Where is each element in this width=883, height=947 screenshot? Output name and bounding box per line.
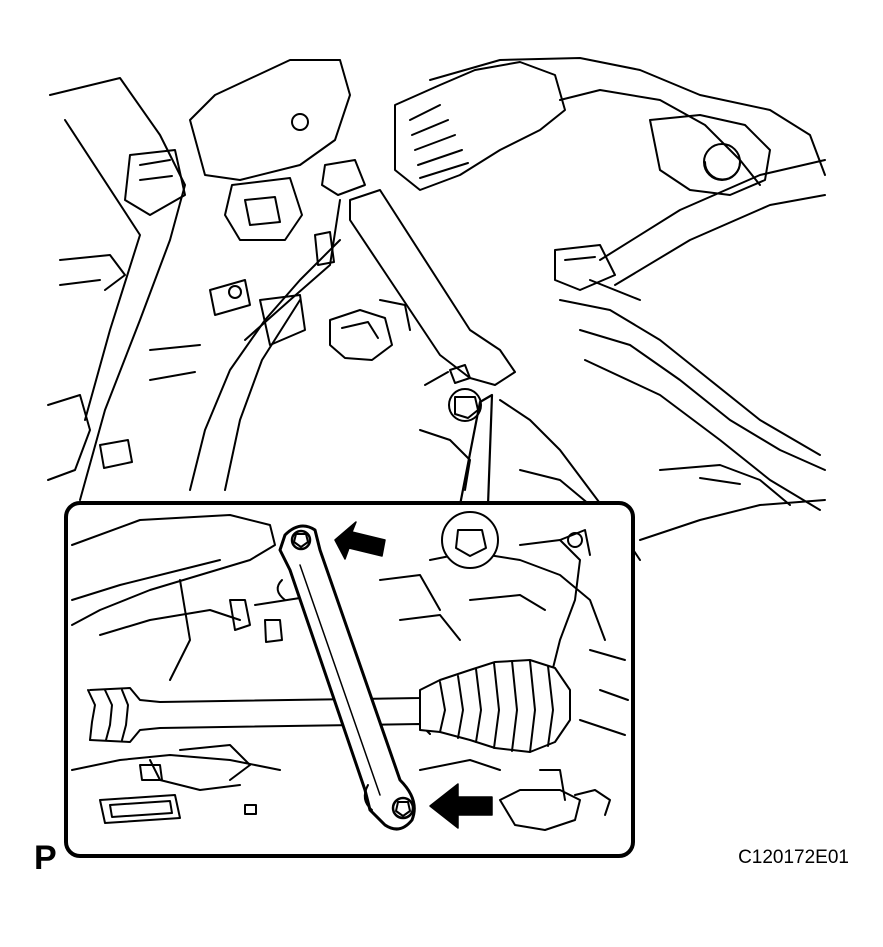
callout-pointer (458, 393, 494, 507)
lower-bolt-arrow (429, 783, 493, 829)
figure-code: C120172E01 (738, 847, 849, 868)
upper-bolt-arrow (334, 521, 386, 560)
view-label: P (34, 839, 57, 877)
upper-underbody-view (47, 57, 826, 561)
inset-detail-view (64, 501, 635, 858)
